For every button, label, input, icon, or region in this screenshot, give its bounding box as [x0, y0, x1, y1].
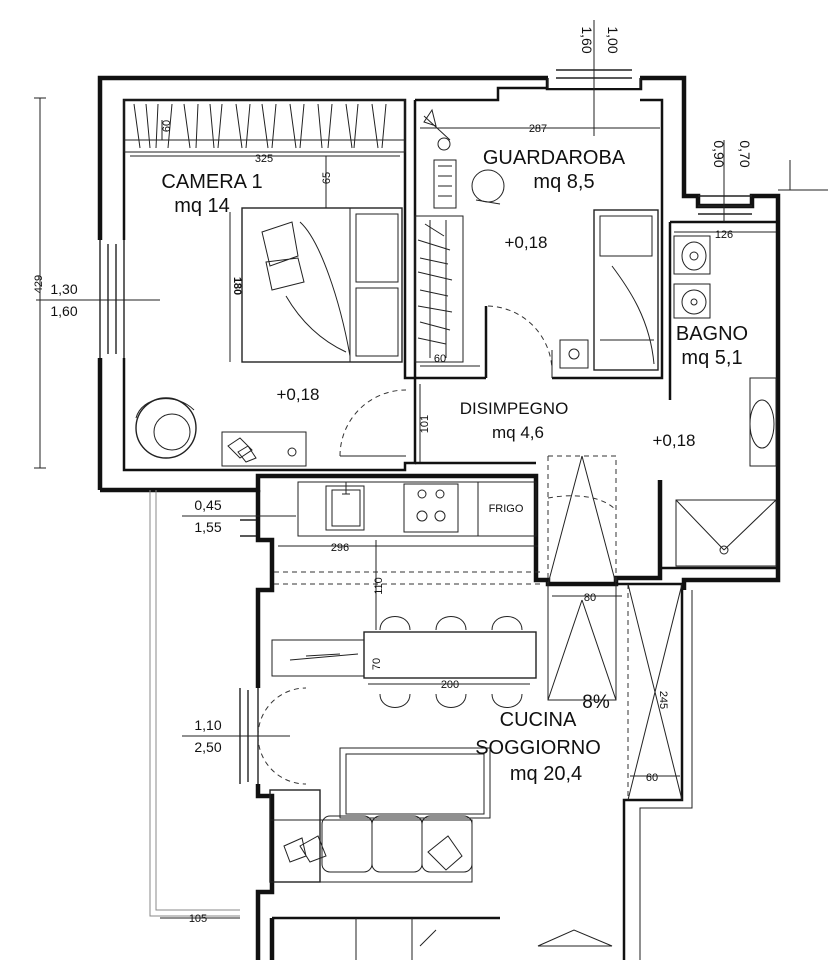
dim-429: 429 [33, 275, 45, 293]
window-top-b: 1,60 [579, 26, 595, 53]
guardaroba-name: GUARDAROBA [483, 147, 626, 169]
doors [257, 305, 553, 785]
dim-200: 200 [441, 679, 459, 691]
guest-bed [593, 209, 659, 371]
dim-180: 180 [231, 277, 243, 295]
dimension-lines [34, 20, 776, 919]
dim-60-wardrobe: 60 [161, 120, 173, 132]
frigo-label: FRIGO [489, 503, 524, 515]
living-furniture [269, 747, 613, 960]
bagno-area: mq 5,1 [681, 347, 742, 369]
bagno-name: BAGNO [676, 323, 748, 345]
window-kitchen-b: 1,55 [194, 519, 221, 535]
window-top-a: 1,00 [605, 26, 621, 53]
chairs [379, 616, 523, 708]
dim-60-shelf: 60 [434, 353, 446, 365]
dim-110: 110 [373, 577, 385, 595]
dimension-labels: 325 60 65 180 429 287 60 101 126 296 110… [33, 120, 733, 925]
window-bagno-a: 0,70 [737, 140, 753, 167]
kitchen-furniture [271, 481, 540, 708]
dim-105: 105 [189, 913, 207, 925]
dim-65: 65 [321, 172, 333, 184]
bagno-fixtures [673, 235, 777, 567]
armchair [135, 397, 197, 459]
dim-126: 126 [715, 229, 733, 241]
window-bagno-b: 0,90 [711, 140, 727, 167]
window-living-b: 2,50 [194, 739, 221, 755]
window-camera-a: 1,30 [50, 281, 77, 297]
disimpegno-area: mq 4,6 [492, 423, 544, 442]
room-labels: CAMERA 1 mq 14 +0,18 GUARDAROBA mq 8,5 +… [161, 147, 748, 785]
dim-70: 70 [371, 658, 383, 670]
window-living-a: 1,10 [194, 717, 221, 733]
window-kitchen-a: 0,45 [194, 497, 221, 513]
desk [221, 431, 307, 467]
dim-287: 287 [529, 123, 547, 135]
dim-296: 296 [331, 542, 349, 554]
dim-245: 245 [657, 691, 669, 709]
window-labels: 1,00 1,60 0,70 0,90 1,30 1,60 0,45 1,55 … [50, 26, 753, 755]
disimpegno-level: +0,18 [652, 431, 695, 450]
cucina-name: CUCINA [500, 709, 577, 731]
dim-60-landing: 60 [646, 772, 658, 784]
disimpegno-name: DISIMPEGNO [460, 399, 569, 418]
window-camera-b: 1,60 [50, 303, 77, 319]
guardaroba-level: +0,18 [504, 233, 547, 252]
dim-325: 325 [255, 153, 273, 165]
stair-slope: 8% [582, 692, 610, 713]
dim-80: 80 [584, 592, 596, 604]
camera-area: mq 14 [174, 195, 230, 217]
dining-table [363, 631, 537, 679]
camera-name: CAMERA 1 [161, 171, 262, 193]
camera-level: +0,18 [276, 385, 319, 404]
dim-101: 101 [419, 415, 431, 433]
bed [241, 207, 403, 363]
guardaroba-furniture [414, 108, 659, 371]
stairs [547, 455, 683, 801]
wardrobe-hangers [133, 103, 387, 149]
cucina-area: mq 20,4 [510, 763, 582, 785]
soggiorno-name: SOGGIORNO [475, 737, 601, 759]
camera-furniture [123, 99, 406, 467]
guardaroba-area: mq 8,5 [533, 171, 594, 193]
